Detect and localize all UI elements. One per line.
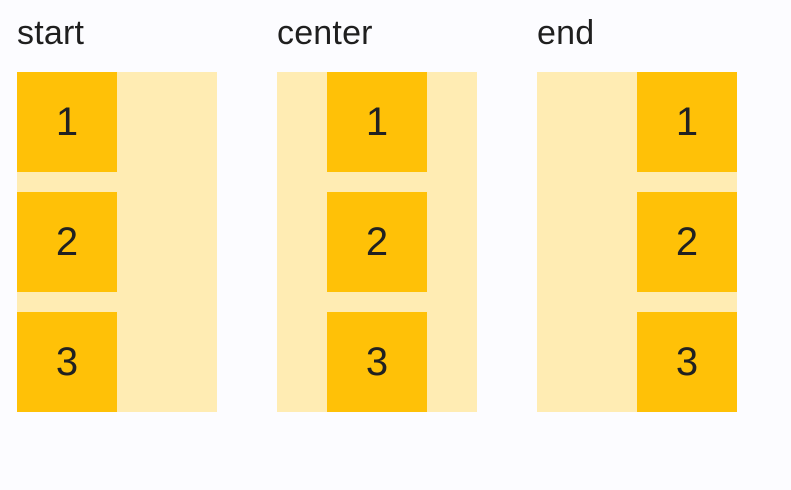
- item-box: 3: [17, 312, 117, 412]
- item-box: 3: [637, 312, 737, 412]
- alignment-label: start: [17, 14, 85, 52]
- alignment-demo: start 1 2 3 center 1 2 3 end 1 2 3: [17, 13, 737, 412]
- item-box: 1: [637, 72, 737, 172]
- alignment-label: center: [277, 14, 373, 52]
- alignment-track: 1 2 3: [537, 72, 737, 412]
- item-box: 1: [327, 72, 427, 172]
- item-box: 2: [327, 192, 427, 292]
- item-box: 2: [17, 192, 117, 292]
- alignment-track: 1 2 3: [277, 72, 477, 412]
- alignment-track: 1 2 3: [17, 72, 217, 412]
- item-box: 2: [637, 192, 737, 292]
- alignment-label: end: [537, 14, 595, 52]
- alignment-group-start: start 1 2 3: [17, 13, 217, 412]
- alignment-group-center: center 1 2 3: [277, 13, 477, 412]
- alignment-group-end: end 1 2 3: [537, 13, 737, 412]
- item-box: 3: [327, 312, 427, 412]
- item-box: 1: [17, 72, 117, 172]
